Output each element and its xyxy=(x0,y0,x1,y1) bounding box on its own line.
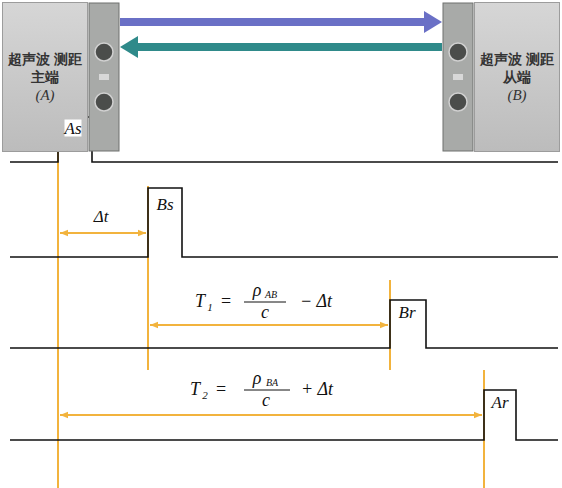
timing-label: ρ xyxy=(253,281,262,299)
timing-label: T xyxy=(190,380,200,398)
sensor-body xyxy=(89,3,119,151)
transducer xyxy=(449,43,467,61)
arrow-head xyxy=(424,11,442,33)
subscript: AB xyxy=(265,290,277,300)
timing-label: c xyxy=(261,303,269,321)
timing-label: − Δt xyxy=(300,292,332,310)
unit-label: 超声波 测距从端 xyxy=(478,50,556,86)
signal-trace xyxy=(10,188,558,257)
timing-label: Br xyxy=(399,304,416,321)
timing-label: As xyxy=(65,120,82,137)
signal-traces xyxy=(10,117,558,440)
transducer xyxy=(95,43,113,61)
timing-label: Bs xyxy=(157,196,174,213)
timing-label: + Δt xyxy=(301,380,333,398)
arrow-shaft xyxy=(138,43,442,51)
arrow-head xyxy=(120,36,138,58)
unit-panel: 超声波 测距从端(B) xyxy=(474,2,560,152)
unit-label: 超声波 测距主端 xyxy=(6,50,84,86)
interval-arrow xyxy=(60,232,146,234)
sensor-unit: 超声波 测距从端(B) xyxy=(442,2,560,152)
timing-label: = xyxy=(216,380,226,398)
time-markers xyxy=(58,93,484,488)
signal-trace xyxy=(10,300,558,348)
arrow-shaft xyxy=(120,18,424,26)
sensor-body xyxy=(443,3,473,151)
timing-label: Δt xyxy=(94,208,109,225)
transducer xyxy=(95,93,113,111)
signal-arrow xyxy=(120,11,442,33)
interval-arrow xyxy=(150,324,388,326)
timing-label: ρ xyxy=(253,369,262,387)
signal-arrow xyxy=(120,36,442,58)
fraction-bars xyxy=(244,302,290,390)
subscript: BA xyxy=(266,378,278,388)
timing-label: = xyxy=(221,292,231,310)
crystal xyxy=(453,74,463,80)
sensor-image xyxy=(88,2,120,152)
timing-label: c xyxy=(262,391,270,409)
subscript: 1 xyxy=(207,302,213,313)
crystal xyxy=(99,74,109,80)
sensor-unit: 超声波 测距主端(A) xyxy=(2,2,120,152)
interval-arrow xyxy=(60,414,482,416)
sensor-image xyxy=(442,2,474,152)
unit-label: (B) xyxy=(478,86,556,104)
signal-trace xyxy=(10,390,558,440)
subscript: 2 xyxy=(202,390,208,401)
timing-label: T xyxy=(195,292,205,310)
transducer xyxy=(449,93,467,111)
timing-label: Ar xyxy=(492,394,509,411)
unit-label: (A) xyxy=(6,86,84,104)
